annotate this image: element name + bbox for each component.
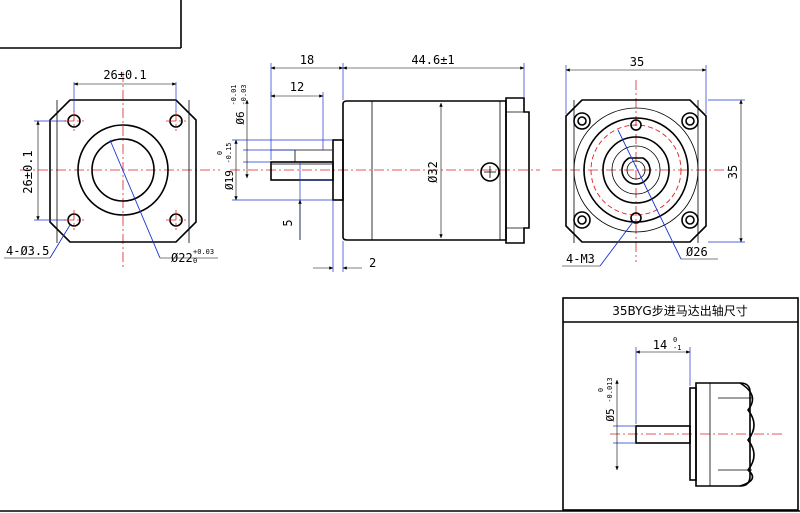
rear-flange <box>505 97 530 244</box>
detail-box-frame <box>562 297 799 511</box>
detail-dim-d5-tol-lower: -0.013 <box>606 377 614 402</box>
dim-flat-5: 5 <box>281 219 295 226</box>
label-boss-tol-lower: 0 <box>193 257 197 265</box>
detail-dim-shaft-tol-upper: 0 <box>673 336 677 344</box>
detail-motor-end <box>695 382 751 487</box>
label-boss-d22: Ø22 <box>171 251 193 265</box>
dim-left-height: 26±0.1 <box>21 150 35 193</box>
dim-shaft-d6: Ø6 <box>234 111 247 124</box>
dim-right-width-35: 35 <box>630 55 644 69</box>
detail-dim-shaft-tol-lower: -1 <box>673 344 681 352</box>
dim-boss-tol-lower: -0.15 <box>225 142 233 163</box>
dim-body-d32: Ø32 <box>426 161 440 183</box>
dim-shaft-length-18: 18 <box>300 53 314 67</box>
dim-right-height-35: 35 <box>726 165 740 179</box>
mounting-holes-left <box>64 111 186 230</box>
output-shaft <box>270 161 334 181</box>
dim-boss-d19: Ø19 <box>223 170 236 190</box>
dim-left-width: 26±0.1 <box>103 68 146 82</box>
dim-boss-height-2: 2 <box>369 256 376 270</box>
dim-boss-tol-upper: 0 <box>216 151 224 155</box>
side-view: 18 12 44.6±1 Ø6 -0.01 -0.03 Ø19 0 -0.15 … <box>216 53 540 272</box>
label-pcd-d26: Ø26 <box>686 245 708 259</box>
dim-shaft-tol-lower: -0.03 <box>240 84 248 105</box>
detail-dim-d5-tol-upper: 0 <box>597 388 605 392</box>
label-4-m3: 4-M3 <box>566 252 595 266</box>
m3-holes <box>630 119 642 224</box>
shaft-section <box>621 157 651 185</box>
mounting-holes-right <box>573 112 699 229</box>
detail-title: 35BYG步进马达出轴尺寸 <box>612 303 747 318</box>
detail-dim-shaft-d5: Ø5 <box>604 408 617 421</box>
detail-shaft <box>635 425 691 444</box>
label-hole-4-d3-5: 4-Ø3.5 <box>6 244 49 258</box>
detail-box: 35BYG步进马达出轴尺寸 14 0 -1 Ø5 0 -0.013 <box>562 297 799 511</box>
front-view-right: 35 35 4-M3 Ø26 <box>552 55 745 267</box>
flange-outline-right <box>565 99 707 243</box>
front-view-left: 26±0.1 26±0.1 4-Ø3.5 Ø22 +0.03 0 <box>4 68 220 268</box>
detail-dim-shaft-14: 14 <box>653 338 667 352</box>
dim-key-length-12: 12 <box>290 80 304 94</box>
dim-shaft-tol-upper: -0.01 <box>230 84 238 105</box>
title-block-fragment <box>0 0 182 49</box>
screw-head <box>480 162 500 182</box>
dim-body-length: 44.6±1 <box>411 53 454 67</box>
label-boss-tol-upper: +0.03 <box>193 248 214 256</box>
